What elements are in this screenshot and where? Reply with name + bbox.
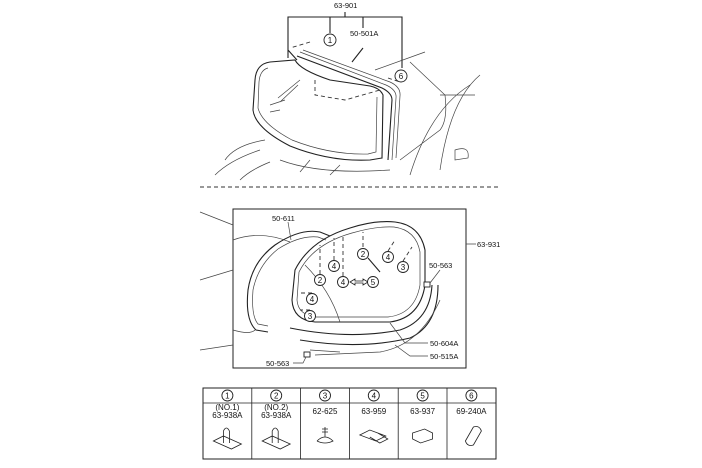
rear-window-assembly-label: 63-931 <box>477 240 500 249</box>
molding-50-604A <box>289 284 439 346</box>
part-fastener-icon <box>316 427 334 444</box>
leader-bracket <box>287 12 403 68</box>
rear-window-section: 63-931 50-611 2 4 3 4 2 4 5 4 3 50-563 <box>199 208 500 369</box>
index-circle <box>221 389 234 402</box>
index-circle <box>465 389 478 402</box>
index-number: 6 <box>469 392 474 401</box>
index-circle <box>367 389 380 402</box>
callout-1 <box>323 33 337 47</box>
index-number: 2 <box>274 392 279 401</box>
parts-table: 1(NO.1)63-938A2(NO.2)63-938A362-625463-9… <box>202 387 497 460</box>
part-number: 63-938A <box>261 411 292 420</box>
molding-label: 50-501A <box>350 29 378 38</box>
windshield-glass <box>252 59 384 161</box>
part-grommet-icon <box>464 426 482 446</box>
part-clip-icon <box>212 427 243 450</box>
callout-4: 4 <box>310 295 315 304</box>
callout-5: 5 <box>371 278 376 287</box>
callouts: 2 4 3 4 2 4 5 4 3 <box>300 232 413 322</box>
part-note: (NO.2) <box>264 403 288 412</box>
index-circle <box>416 389 429 402</box>
parts-table-column-3: 3 62-625 <box>300 388 338 459</box>
part-number: 63-937 <box>410 407 435 416</box>
index-number: 5 <box>420 392 425 401</box>
part-note: (NO.1) <box>215 403 239 412</box>
part-number: 63-938A <box>212 411 243 420</box>
callout-6 <box>394 69 408 83</box>
index-circle <box>270 389 283 402</box>
callout-3: 3 <box>401 263 406 272</box>
clip-right-label: 50-563 <box>429 261 452 270</box>
callout-2: 2 <box>318 276 323 285</box>
callout-4: 4 <box>386 253 391 262</box>
part-number: 69-240A <box>456 407 487 416</box>
windshield-molding <box>296 55 393 161</box>
parts-table-column-6: 6 69-240A <box>446 388 487 459</box>
molding-50-515A <box>309 299 441 356</box>
molding-lower-label: 50-515A <box>430 352 458 361</box>
index-number: 3 <box>323 392 328 401</box>
svg-text:1: 1 <box>328 36 333 45</box>
callout-3: 3 <box>308 312 313 321</box>
parts-table-column-4: 4 63-959 <box>348 388 389 459</box>
part-spacer-icon <box>412 428 434 444</box>
callout-4: 4 <box>332 262 337 271</box>
windshield-section: 63-901 50-501A 1 6 <box>214 1 481 181</box>
rear-window-box <box>232 208 467 369</box>
molding-upper-label: 50-604A <box>430 339 458 348</box>
interchange-arrow-icon <box>349 278 369 286</box>
callout-4: 4 <box>341 278 346 287</box>
part-clip-icon <box>261 427 292 450</box>
callout-2: 2 <box>361 250 366 259</box>
parts-table-column-5: 5 63-937 <box>397 388 436 459</box>
weatherstrip-50-611 <box>246 230 331 333</box>
clip-bottom <box>303 351 311 358</box>
clip-right <box>423 281 431 288</box>
part-number: 63-959 <box>361 407 386 416</box>
index-number: 1 <box>225 392 230 401</box>
car-body-outline <box>214 51 481 181</box>
part-clip-icon <box>358 429 389 444</box>
index-number: 4 <box>372 392 377 401</box>
index-circle <box>319 389 331 402</box>
weatherstrip-label: 50-611 <box>272 214 295 223</box>
parts-table-column-1: 1 (NO.1)63-938A <box>212 389 243 450</box>
clip-bottom-label: 50-563 <box>266 359 289 368</box>
parts-table-column-2: 2 (NO.2)63-938A <box>251 388 292 459</box>
svg-text:6: 6 <box>399 72 404 81</box>
windshield-assembly-label: 63-901 <box>334 1 357 10</box>
part-number: 62-625 <box>313 407 338 416</box>
